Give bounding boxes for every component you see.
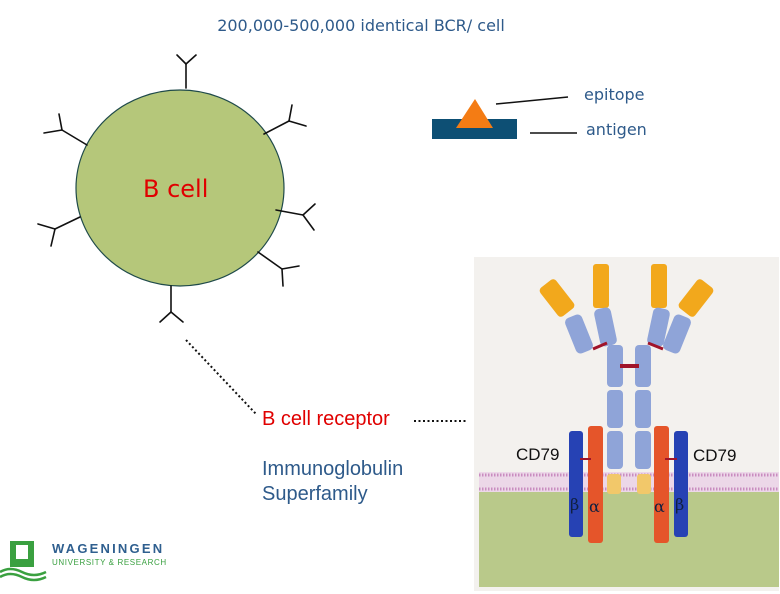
beta-right-label: β bbox=[675, 495, 685, 514]
receptor-symbol-upper-left bbox=[43, 113, 88, 146]
b-cell-label: B cell bbox=[143, 175, 209, 203]
cd79-left-label: CD79 bbox=[516, 445, 560, 464]
logo-subtitle: UNIVERSITY & RESEARCH bbox=[52, 558, 167, 567]
immunoglobulin-label: Immunoglobulin bbox=[262, 458, 404, 480]
alpha-left-label: α bbox=[589, 497, 600, 516]
receptor-symbol-upper-right bbox=[263, 104, 307, 135]
receptor-symbol-top bbox=[176, 54, 197, 89]
epitope-label: epitope bbox=[584, 85, 645, 104]
alpha-right-label: α bbox=[654, 497, 665, 516]
epitope-pointer-line bbox=[495, 96, 569, 105]
connector-dotted-diagonal bbox=[185, 339, 257, 415]
wageningen-logo-mark bbox=[0, 541, 47, 582]
bcr-count-title: 200,000-500,000 identical BCR/ cell bbox=[217, 16, 505, 35]
receptor-symbol-left bbox=[37, 216, 81, 247]
antigen-bar bbox=[432, 119, 517, 139]
receptor-symbol-right bbox=[275, 203, 316, 231]
antigen-label: antigen bbox=[586, 120, 647, 139]
beta-left-label: β bbox=[570, 495, 580, 514]
epitope-triangle bbox=[456, 99, 493, 128]
superfamily-label: Superfamily bbox=[262, 483, 368, 505]
receptor-symbol-bottom bbox=[159, 285, 184, 323]
logo-name: WAGENINGEN bbox=[52, 541, 165, 556]
b-cell-circle bbox=[75, 89, 285, 287]
b-cell-receptor-label: B cell receptor bbox=[262, 408, 390, 430]
cd79-right-label: CD79 bbox=[693, 446, 737, 465]
bcr-structure-figure bbox=[474, 257, 779, 591]
receptor-symbol-lower-right bbox=[257, 251, 300, 287]
